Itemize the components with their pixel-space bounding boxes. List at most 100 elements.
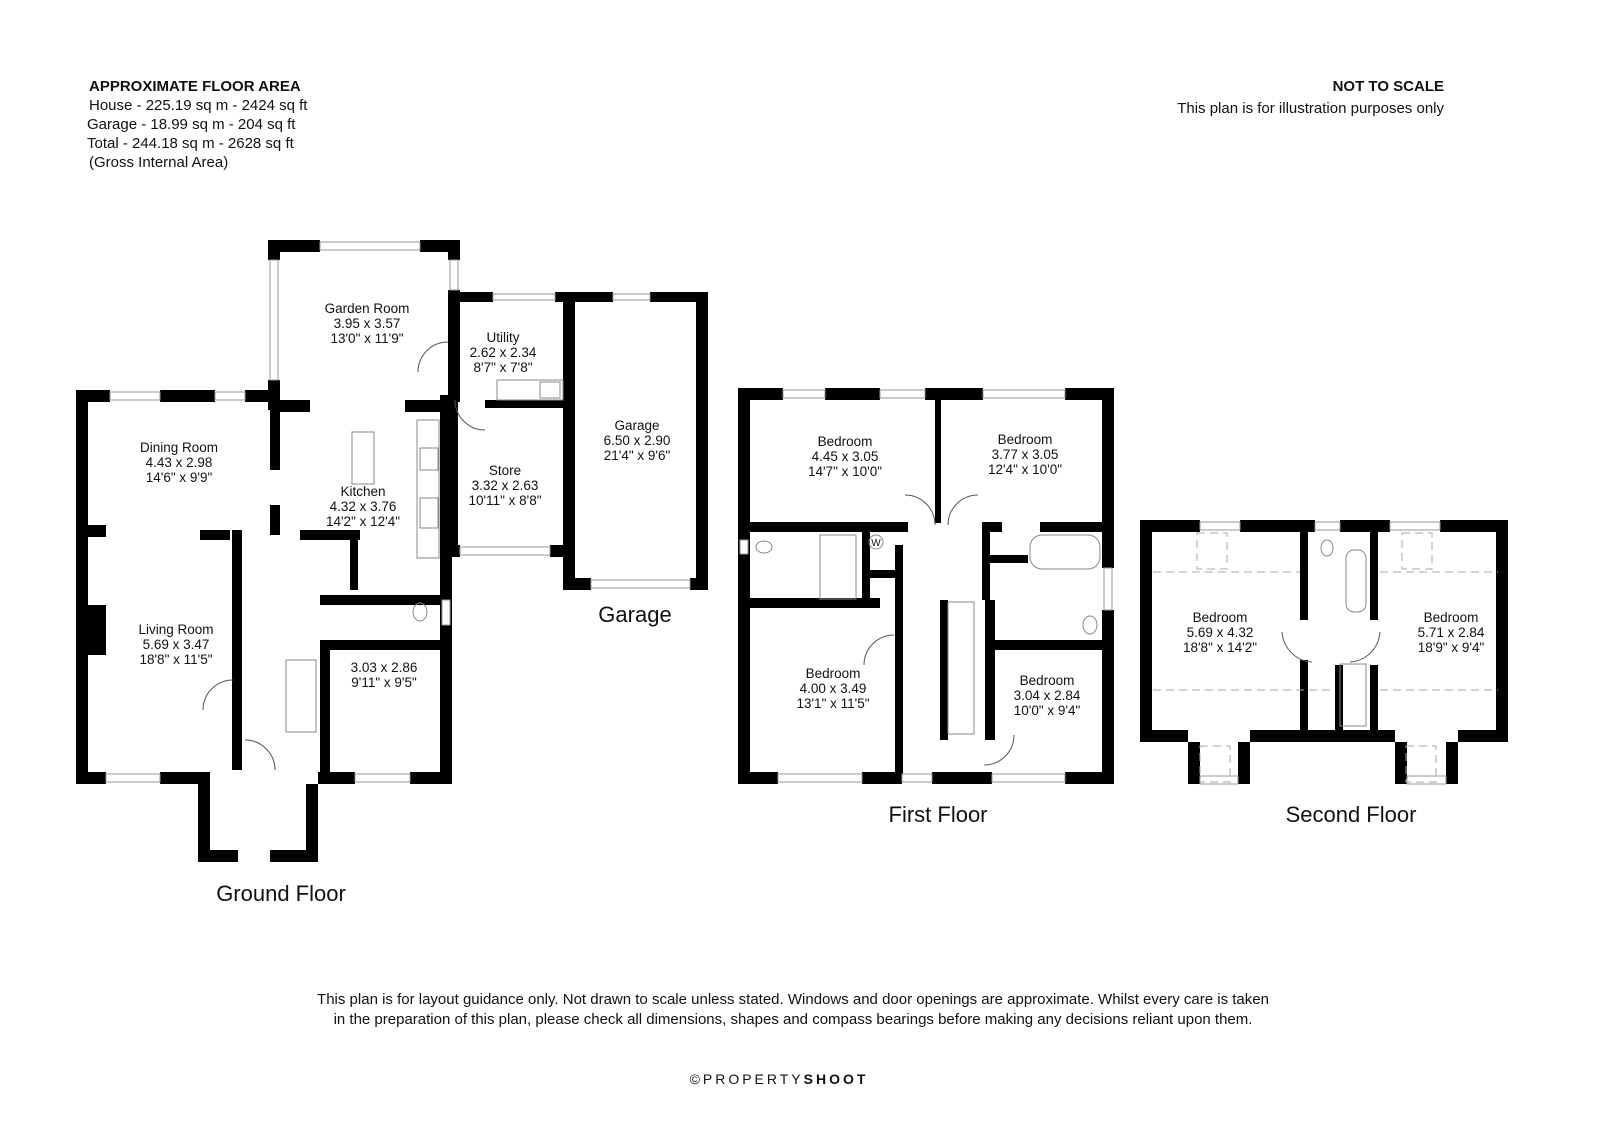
stairs-icon [947,601,975,735]
room-metric: 3.77 x 3.05 [992,447,1059,462]
wall [862,570,902,578]
wall [750,522,908,532]
wall [690,578,708,590]
window [105,773,161,783]
wall [405,400,450,412]
room-name: Living Room [138,622,213,637]
wall [940,600,948,740]
wall [1340,520,1390,532]
room-name: Bedroom [1424,610,1479,625]
room-imperial: 8'7" x 7'8" [473,360,532,375]
room-imperial: 14'2" x 12'4" [326,514,400,529]
window [612,293,651,301]
hob-icon [419,447,439,471]
window [777,773,863,783]
wall [320,595,450,605]
room-name: Dining Room [140,440,218,455]
wall [300,530,360,540]
window [590,579,691,589]
window [109,391,161,401]
wall [738,772,778,784]
ground-floor-label: Ground Floor [216,881,346,906]
room-imperial: 10'11" x 8'8" [468,493,541,508]
room-name: Bedroom [806,666,861,681]
room-imperial: 13'1" x 11'5" [796,696,869,711]
windows [105,241,1447,785]
wall [1188,742,1200,784]
wall [270,850,318,862]
wall [200,530,230,540]
room-imperial: 14'7" x 10'0" [808,464,882,479]
wall [1370,530,1378,620]
window [449,259,459,291]
window [782,389,826,399]
wall [1140,520,1152,742]
window [901,773,933,783]
floor-area-summary: APPROXIMATE FLOOR AREA House - 225.19 sq… [87,78,308,171]
scale-notice: NOT TO SCALE This plan is for illustrati… [1177,78,1444,117]
window [459,546,551,556]
toilet-icon [1082,615,1098,635]
wall [320,650,330,772]
wall [268,240,320,252]
walls [76,240,1508,862]
wall [563,292,613,302]
room-name: Store [489,463,521,478]
window [879,389,926,399]
second-floor-label: Second Floor [1286,802,1417,827]
room-imperial: 18'8" x 14'2" [1183,640,1257,655]
brand-logo: ©PROPERTYSHOOT [690,1071,869,1087]
room-metric: 4.32 x 3.76 [330,499,397,514]
wall [232,530,242,770]
wall [1370,665,1378,735]
area-title: APPROXIMATE FLOOR AREA [89,78,301,95]
wall [985,640,1102,650]
wall [935,388,941,523]
room-metric: 3.03 x 2.86 [351,660,418,675]
window [1199,521,1241,531]
wall [1140,730,1188,742]
wall [650,292,708,302]
room-name: Garage [614,418,659,433]
wall [1040,522,1102,532]
window [1406,775,1447,785]
wall [448,400,458,550]
first-floor-label: First Floor [889,802,988,827]
wall [1395,742,1407,784]
window [739,539,749,555]
room-metric: 5.69 x 4.32 [1187,625,1254,640]
wall [270,410,280,470]
wall [925,388,983,400]
room-metric: 5.71 x 2.84 [1418,625,1485,640]
wall [268,240,280,260]
room-name: Bedroom [1193,610,1248,625]
room-metric: 6.50 x 2.90 [604,433,671,448]
room-name: Bedroom [998,432,1053,447]
wall [1496,520,1508,742]
wall [448,292,493,302]
window [319,241,421,251]
stairs-icon [285,659,317,733]
wall [985,600,995,740]
wall [198,850,238,862]
room-name: Utility [487,330,520,345]
room-metric: 4.45 x 3.05 [812,449,879,464]
wall [76,390,88,784]
stairs-icon [1339,663,1367,727]
window [1199,775,1239,785]
bath-icon [1029,534,1101,570]
area-note: (Gross Internal Area) [89,154,228,171]
room-imperial: 18'8" x 11'5" [139,652,212,667]
window [269,259,279,381]
wall [1250,730,1395,742]
wall [1238,742,1250,784]
room-metric: 4.00 x 3.49 [800,681,867,696]
